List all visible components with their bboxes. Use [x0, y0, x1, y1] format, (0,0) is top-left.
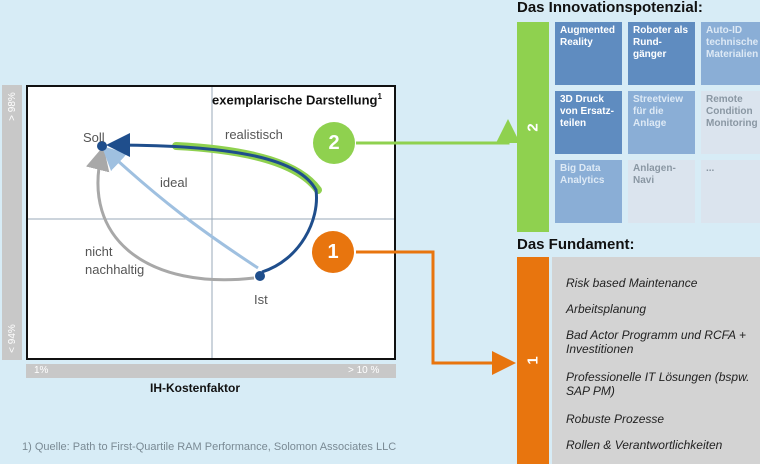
- tile-augmented-reality: Augmented Reality: [555, 22, 622, 85]
- soll-point: [97, 141, 107, 151]
- foundation-item: Rollen & Verantwortlichkeiten: [566, 438, 723, 452]
- foundation-item: Risk based Maintenance: [566, 276, 698, 290]
- ist-label: Ist: [254, 292, 268, 307]
- tile-remote-monitoring: Remote Condition Monitoring: [701, 91, 760, 154]
- tile-streetview: Streetview für die Anlage: [628, 91, 695, 154]
- foundation-item: Bad Actor Programm und RCFA + Investitio…: [566, 328, 746, 356]
- foundation-item: Professionelle IT Lösungen (bspw. SAP PM…: [566, 370, 750, 398]
- badge-one: 1: [312, 231, 354, 273]
- tile-3d-druck: 3D Druck von Ersatz-teilen: [555, 91, 622, 154]
- footnote: 1) Quelle: Path to First-Quartile RAM Pe…: [22, 441, 397, 453]
- soll-label: Soll: [83, 130, 105, 145]
- not-sustainable-label-1: nicht: [85, 244, 113, 259]
- y-axis-bar: [2, 85, 22, 360]
- x-axis-right-label: > 10 %: [348, 365, 380, 376]
- foundation-item: Arbeitsplanung: [566, 302, 647, 316]
- badge-two: 2: [313, 122, 355, 164]
- tile-auto-id: Auto-ID technische Materialien: [701, 22, 760, 85]
- foundation-connector: [356, 250, 516, 375]
- foundation-title: Das Fundament:: [517, 236, 635, 253]
- tile-roboter: Roboter als Rund-gänger: [628, 22, 695, 85]
- x-axis-left-label: 1%: [34, 365, 49, 376]
- foundation-item: Robuste Prozesse: [566, 412, 665, 426]
- tile-more: ...: [701, 160, 760, 223]
- ist-point: [255, 271, 265, 281]
- innovation-bar: 2: [517, 22, 549, 232]
- innovation-connector: [356, 119, 520, 145]
- ideal-label: ideal: [160, 175, 188, 190]
- not-sustainable-path: [86, 146, 255, 282]
- x-axis-bar: [26, 364, 396, 378]
- foundation-panel: [552, 257, 760, 464]
- innovation-tiles: Augmented Reality Roboter als Rund-gänge…: [555, 22, 760, 232]
- foundation-bar: 1: [517, 257, 549, 464]
- realistic-path: [106, 133, 318, 274]
- realistic-highlight: [172, 142, 322, 194]
- realistic-label: realistisch: [225, 127, 283, 142]
- ideal-path: [101, 145, 259, 270]
- x-axis-title: IH-Kostenfaktor: [150, 381, 241, 395]
- innovation-title: Das Innovationspotenzial:: [517, 0, 703, 16]
- tile-big-data: Big Data Analytics: [555, 160, 622, 223]
- tile-anlagen-navi: Anlagen-Navi: [628, 160, 695, 223]
- not-sustainable-label-2: nachhaltig: [85, 262, 145, 277]
- diagram-title: exemplarische Darstellung1: [212, 92, 382, 108]
